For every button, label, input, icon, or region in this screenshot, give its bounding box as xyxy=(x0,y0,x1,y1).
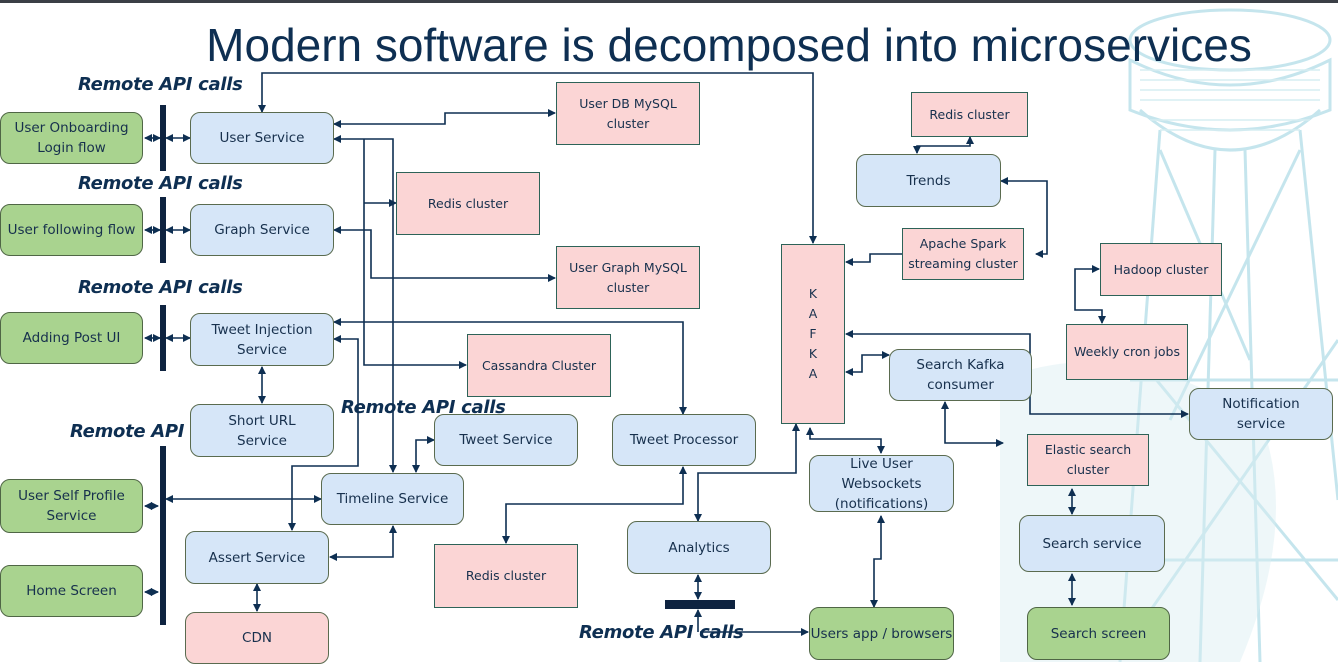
client-self-profile[interactable]: User Self Profile Service xyxy=(0,479,143,533)
box-label: Users app / browsers xyxy=(810,625,953,642)
store-user-graph-mysql[interactable]: User Graph MySQL cluster xyxy=(556,246,700,309)
client-adding-post[interactable]: Adding Post UI xyxy=(0,312,143,364)
api-gateway-bar xyxy=(665,600,735,609)
service-assert[interactable]: Assert Service xyxy=(185,531,329,584)
service-search-kafka-consumer[interactable]: Search Kafka consumer xyxy=(889,349,1032,401)
service-user[interactable]: User Service xyxy=(190,112,334,164)
box-label: User following flow xyxy=(7,222,136,238)
box-label: Search screen xyxy=(1050,625,1147,642)
box-label: Timeline Service xyxy=(336,491,449,507)
box-label: Home Screen xyxy=(26,583,117,599)
remote-api-label: Remote API calls xyxy=(78,277,243,298)
client-users-app[interactable]: Users app / browsers xyxy=(809,607,954,660)
box-label: User Service xyxy=(219,130,305,146)
box-label: Apache Spark streaming cluster xyxy=(908,236,1018,271)
box-label: Search Kafka consumer xyxy=(916,357,1005,393)
box-label: Cassandra Cluster xyxy=(481,357,597,373)
box-label: Redis cluster xyxy=(465,568,547,583)
client-home-screen[interactable]: Home Screen xyxy=(0,565,143,617)
box-label: Live User Websockets (notifications) xyxy=(834,455,929,512)
store-elastic-search[interactable]: Elastic search cluster xyxy=(1027,434,1149,486)
store-redis-cluster-1[interactable]: Redis cluster xyxy=(396,172,540,235)
service-notification[interactable]: Notification service xyxy=(1189,388,1333,440)
store-hadoop[interactable]: Hadoop cluster xyxy=(1100,243,1222,296)
box-label: Assert Service xyxy=(208,549,306,566)
service-tweet-processor[interactable]: Tweet Processor xyxy=(612,414,756,466)
page-title: Modern software is decomposed into micro… xyxy=(206,19,1252,71)
box-label: Search service xyxy=(1042,535,1142,552)
box-label: Analytics xyxy=(668,539,730,556)
store-redis-cluster-3[interactable]: Redis cluster xyxy=(911,92,1028,137)
box-label: User DB MySQL cluster xyxy=(579,95,677,131)
remote-api-label: Remote API calls xyxy=(341,397,506,418)
store-user-db-mysql[interactable]: User DB MySQL cluster xyxy=(556,82,700,145)
box-label: Elastic search cluster xyxy=(1044,442,1132,477)
kafka-letter: F xyxy=(809,326,817,341)
remote-api-label: Remote API calls xyxy=(78,173,243,194)
service-graph[interactable]: Graph Service xyxy=(190,204,334,256)
store-weekly-cron[interactable]: Weekly cron jobs xyxy=(1066,324,1188,380)
box-label: Tweet Injection Service xyxy=(211,321,313,358)
service-search[interactable]: Search service xyxy=(1019,515,1165,572)
box-label: User Self Profile Service xyxy=(18,488,125,524)
top-border xyxy=(0,0,1338,3)
client-user-onboarding[interactable]: User Onboarding Login flow xyxy=(0,112,143,164)
api-gateway-bar xyxy=(160,446,166,625)
box-label: Weekly cron jobs xyxy=(1074,344,1180,359)
service-timeline[interactable]: Timeline Service xyxy=(321,473,464,525)
remote-api-label: Remote API calls xyxy=(579,622,744,643)
store-redis-cluster-2[interactable]: Redis cluster xyxy=(434,544,578,608)
box-label: Hadoop cluster xyxy=(1113,261,1209,277)
box-label: Short URL Service xyxy=(228,412,296,449)
kafka-letter: A xyxy=(808,306,818,321)
kafka-letter: A xyxy=(808,366,818,381)
service-tweet-injection[interactable]: Tweet Injection Service xyxy=(190,313,334,366)
box-label: Tweet Processor xyxy=(629,432,739,448)
box-label: Tweet Service xyxy=(459,432,553,448)
box-label: Trends xyxy=(906,172,951,189)
service-trends[interactable]: Trends xyxy=(856,154,1001,207)
store-apache-spark[interactable]: Apache Spark streaming cluster xyxy=(902,228,1024,280)
service-tweet[interactable]: Tweet Service xyxy=(434,414,578,466)
service-analytics[interactable]: Analytics xyxy=(627,521,771,574)
client-search-screen[interactable]: Search screen xyxy=(1027,607,1170,660)
api-gateway-bar xyxy=(160,105,166,171)
client-user-following[interactable]: User following flow xyxy=(0,204,143,256)
store-cassandra[interactable]: Cassandra Cluster xyxy=(467,334,611,397)
box-label: User Graph MySQL cluster xyxy=(569,259,687,295)
kafka-letter: K xyxy=(808,286,818,301)
box-label: CDN xyxy=(242,630,272,646)
api-gateway-bar xyxy=(160,197,166,263)
box-label: Redis cluster xyxy=(929,106,1010,122)
box-label: User Onboarding Login flow xyxy=(14,120,129,156)
box-label: Adding Post UI xyxy=(22,330,121,346)
store-kafka[interactable]: K A F K A xyxy=(781,244,845,424)
box-label: Graph Service xyxy=(214,222,310,238)
service-short-url[interactable]: Short URL Service xyxy=(190,404,334,457)
box-label: Notification service xyxy=(1222,396,1300,432)
store-cdn[interactable]: CDN xyxy=(185,612,329,664)
box-label: Redis cluster xyxy=(427,195,509,211)
service-live-websockets[interactable]: Live User Websockets (notifications) xyxy=(809,455,954,512)
api-gateway-bar xyxy=(160,305,166,371)
kafka-letter: K xyxy=(808,346,818,361)
remote-api-label: Remote API calls xyxy=(78,74,243,95)
